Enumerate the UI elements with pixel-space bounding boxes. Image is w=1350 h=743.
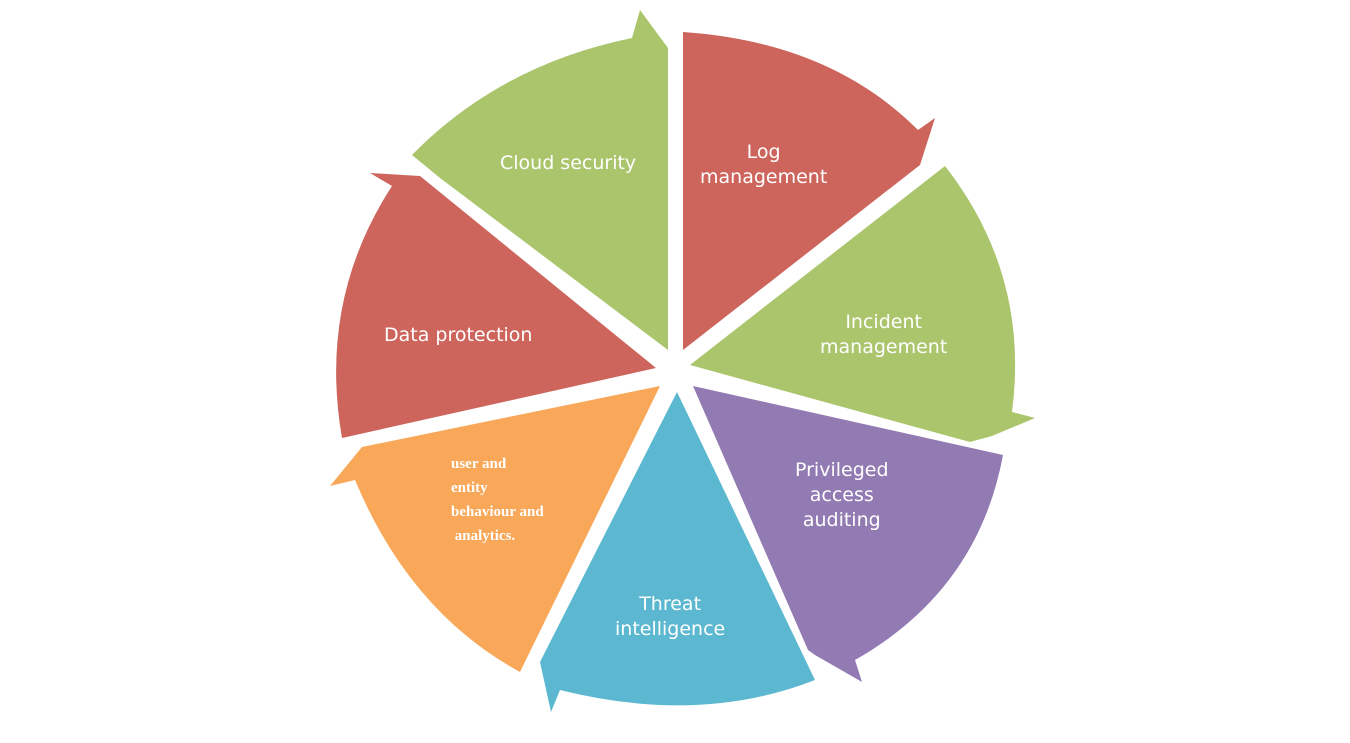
segment-user-entity-behaviour-analytics [330, 386, 660, 672]
segment-log-management [683, 32, 935, 350]
segment-data-protection [336, 173, 656, 438]
label-data-protection: Data protection [384, 324, 533, 346]
segment-privileged-access-auditing [693, 386, 1003, 682]
label-cloud-security: Cloud security [500, 152, 637, 174]
segment-incident-management [690, 166, 1035, 442]
segment-cloud-security [412, 10, 668, 350]
segment-threat-intelligence [540, 392, 815, 712]
